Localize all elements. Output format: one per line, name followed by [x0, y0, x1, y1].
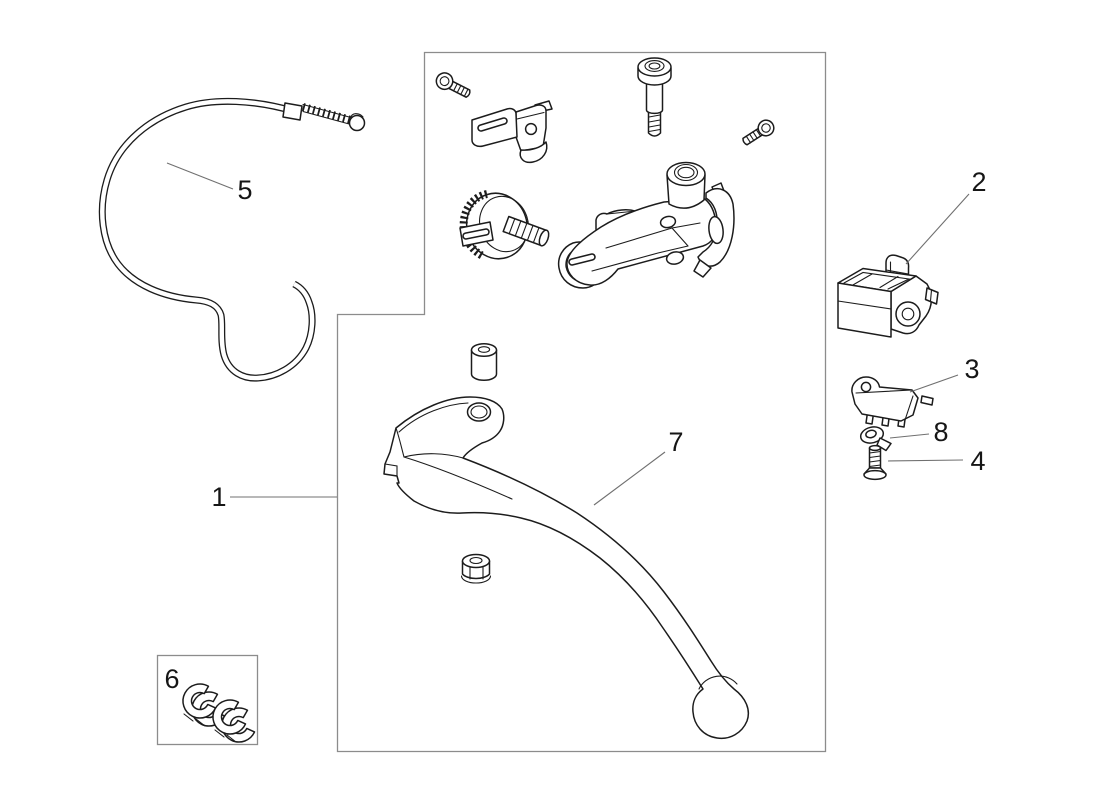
bracket-body — [566, 198, 717, 286]
micro-switch-part — [851, 376, 934, 428]
callout-4: 4 — [970, 446, 985, 476]
leader-line-2 — [905, 193, 970, 265]
clamp-screw-part — [742, 119, 775, 146]
cable-ferrule — [282, 102, 303, 121]
callout-5: 5 — [237, 175, 252, 205]
cable-threaded-end — [301, 103, 353, 126]
handlebar-clips-part — [182, 683, 256, 743]
clip-parts-frame — [156, 654, 259, 746]
cable-latch-part — [471, 100, 553, 164]
leader-line-8 — [889, 433, 930, 439]
leader-line-5 — [166, 162, 234, 190]
leader-line-7 — [593, 451, 666, 506]
clutch-cable-part — [98, 97, 366, 382]
switch-housing-part — [837, 254, 939, 338]
callout-7: 7 — [668, 427, 683, 457]
countersunk-screw-part — [863, 444, 887, 481]
clutch-lever-part — [383, 396, 750, 740]
lever-pivot-pin-part — [637, 57, 672, 137]
lever-pin-screw-part — [435, 72, 471, 98]
callout-8: 8 — [933, 417, 948, 447]
bracket-pivot-boss — [666, 161, 706, 209]
lever-nut-part — [460, 553, 492, 584]
cable-adjuster-part — [459, 190, 550, 260]
washer-clip-part — [859, 426, 892, 452]
bracket-bar-clamp — [693, 182, 735, 278]
leader-line-4 — [887, 459, 964, 462]
main-assembly-frame — [336, 51, 827, 753]
lever-bracket-part — [557, 161, 735, 289]
callout-1: 1 — [211, 482, 226, 512]
callout-6: 6 — [164, 664, 179, 694]
lever-bushing-part — [470, 342, 498, 382]
adjuster-threaded-barrel — [502, 215, 550, 247]
callout-3: 3 — [964, 354, 979, 384]
leader-line-3 — [909, 374, 959, 393]
cable-nipple — [348, 113, 366, 132]
callout-2: 2 — [971, 167, 986, 197]
housing-connector-stub — [924, 287, 939, 305]
